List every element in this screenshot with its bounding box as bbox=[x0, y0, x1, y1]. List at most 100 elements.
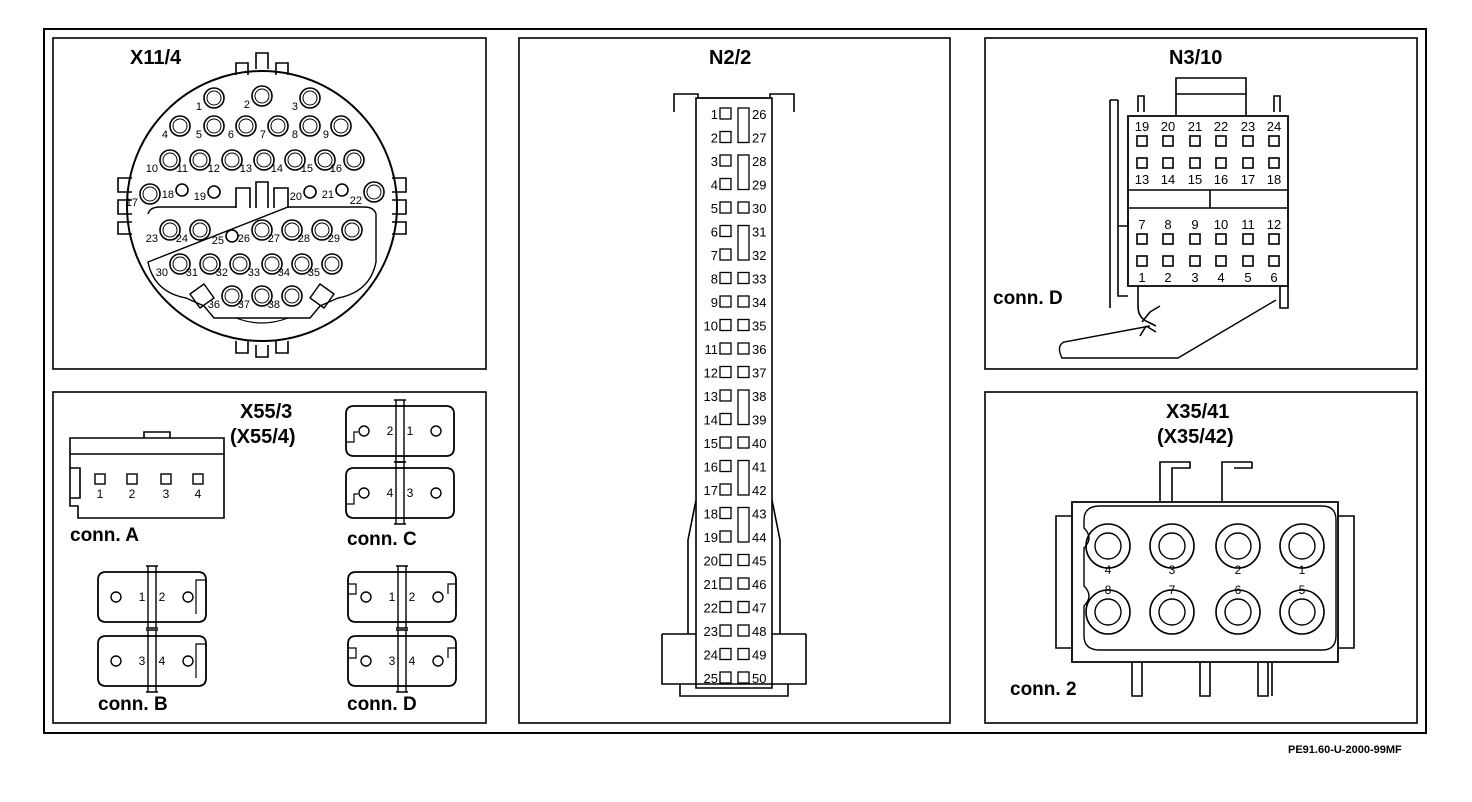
n2-pin-label-left: 19 bbox=[704, 530, 718, 545]
x11-pin-label: 16 bbox=[330, 163, 342, 175]
x11-pin bbox=[235, 115, 257, 137]
x11-pin-label: 10 bbox=[146, 163, 158, 175]
n3-pin-label: 13 bbox=[1135, 172, 1149, 187]
x11-pin-label: 22 bbox=[350, 195, 362, 207]
n3-pin-label: 5 bbox=[1244, 270, 1251, 285]
x11-pin-label: 12 bbox=[208, 163, 220, 175]
outer-frame bbox=[43, 28, 1427, 734]
x11-pin bbox=[251, 285, 273, 307]
n3-pin bbox=[1189, 255, 1201, 267]
n2-pin-label-left: 7 bbox=[711, 248, 718, 263]
n3-pin bbox=[1162, 255, 1174, 267]
block-notch bbox=[346, 431, 358, 443]
x11-pin-inner bbox=[366, 184, 382, 200]
x11-pin bbox=[169, 115, 191, 137]
x11-pin-inner bbox=[254, 288, 270, 304]
x11-pin-inner bbox=[344, 222, 360, 238]
n3-pin-label: 7 bbox=[1138, 217, 1145, 232]
x11-pin-label: 35 bbox=[308, 267, 320, 279]
n2-pin-right bbox=[737, 365, 750, 379]
x11-pin-inner bbox=[224, 288, 240, 304]
n2-pin-label-left: 2 bbox=[711, 131, 718, 146]
x11-pin-label: 37 bbox=[238, 299, 250, 311]
block-cavity bbox=[432, 655, 444, 667]
n2-pin-label-right: 28 bbox=[752, 154, 766, 169]
n2-pin-left bbox=[719, 412, 732, 426]
n2-pin-right bbox=[737, 624, 750, 637]
block-pin-label: 1 bbox=[139, 590, 146, 604]
x11-pin-label: 2 bbox=[244, 99, 250, 111]
n2-pin-right-tall bbox=[737, 154, 750, 191]
n3-pin bbox=[1215, 255, 1227, 267]
n2-pin-label-right: 27 bbox=[752, 131, 766, 146]
block-cavity bbox=[430, 425, 442, 437]
x11-pin-label: 19 bbox=[194, 191, 206, 203]
x35-cavity bbox=[1149, 589, 1195, 635]
n2-pin-right-tall bbox=[737, 107, 750, 144]
x11-pin-inner bbox=[294, 256, 310, 272]
n2-pin-label-left: 17 bbox=[704, 483, 718, 498]
x11-pin-inner bbox=[254, 88, 270, 104]
x11-pin bbox=[363, 181, 385, 203]
conn-a-pin-label: 1 bbox=[97, 487, 104, 501]
n2-pin-label-left: 10 bbox=[704, 319, 718, 334]
n2-pin-left bbox=[719, 624, 732, 637]
x35-pin-label: 1 bbox=[1299, 563, 1306, 577]
n3-pin-label: 3 bbox=[1191, 270, 1198, 285]
n2-pin-label-left: 16 bbox=[704, 460, 718, 475]
panel-x35-41 bbox=[984, 391, 1418, 724]
block-notch bbox=[348, 583, 456, 595]
x11-pin-label: 7 bbox=[260, 129, 266, 141]
x11-pin-inner bbox=[202, 256, 218, 272]
n2-pin-left bbox=[719, 224, 732, 238]
block-cavity bbox=[182, 655, 194, 667]
n2-pin-right bbox=[737, 201, 750, 214]
x11-pin-label: 20 bbox=[290, 191, 302, 203]
n3-pin bbox=[1189, 135, 1201, 147]
block-latch bbox=[396, 629, 408, 693]
x11-pin bbox=[299, 87, 321, 109]
x11-pin bbox=[229, 253, 251, 275]
n2-pin-label-right: 41 bbox=[752, 460, 766, 475]
n2-pin-label-left: 18 bbox=[704, 507, 718, 522]
x11-pin-inner bbox=[264, 256, 280, 272]
x35-pin-label: 8 bbox=[1105, 583, 1112, 597]
x11-pin bbox=[189, 149, 211, 171]
n2-pin-label-left: 8 bbox=[711, 272, 718, 287]
n3-pin-label: 20 bbox=[1161, 119, 1175, 134]
x11-pin-label: 27 bbox=[268, 233, 280, 245]
block-pin-label: 3 bbox=[139, 654, 146, 668]
x11-pin-label: 24 bbox=[176, 233, 188, 245]
n2-pin-label-right: 39 bbox=[752, 413, 766, 428]
x11-pin-label: 11 bbox=[177, 163, 188, 175]
x11-pin-label: 1 bbox=[196, 101, 202, 113]
block-body bbox=[345, 467, 455, 519]
n3-pin-label: 22 bbox=[1214, 119, 1228, 134]
block-notch bbox=[348, 647, 456, 659]
x11-pin bbox=[267, 115, 289, 137]
n2-pin-left bbox=[719, 436, 732, 449]
x11-pin bbox=[314, 149, 336, 171]
x11-pin-inner bbox=[238, 118, 254, 134]
n3-pin bbox=[1242, 255, 1254, 267]
x11-pin-label: 33 bbox=[248, 267, 260, 279]
n2-pin-label-left: 11 bbox=[705, 342, 719, 357]
n3-pin-label: 9 bbox=[1191, 217, 1198, 232]
x11-pin bbox=[203, 87, 225, 109]
x11-pin-label: 3 bbox=[292, 101, 298, 113]
x11-pin-inner bbox=[172, 118, 188, 134]
x11-pin bbox=[159, 219, 181, 241]
x11-pin-label: 31 bbox=[186, 267, 198, 279]
n2-pin-label-left: 14 bbox=[704, 413, 718, 428]
n2-pin-left bbox=[719, 365, 732, 379]
x35-pin bbox=[1158, 532, 1186, 560]
n3-pin-label: 19 bbox=[1135, 119, 1149, 134]
x11-pin bbox=[221, 149, 243, 171]
x11-pin bbox=[299, 115, 321, 137]
x11-pin-label: 30 bbox=[156, 267, 168, 279]
n2-pin-right-tall bbox=[737, 224, 750, 261]
x11-pin-inner bbox=[284, 288, 300, 304]
